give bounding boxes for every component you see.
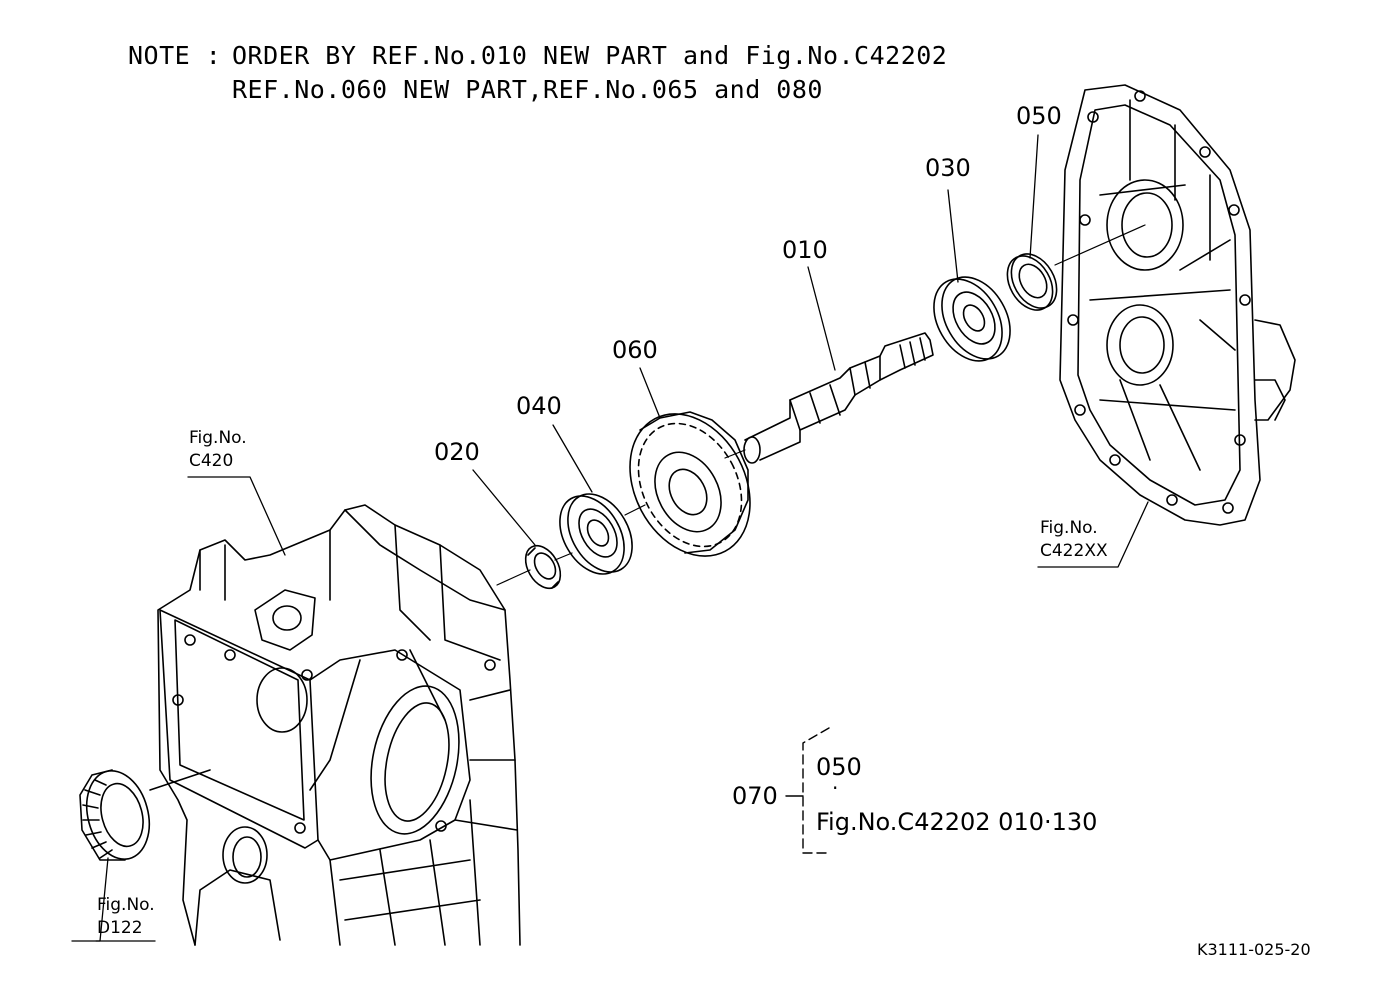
figref-d122-line2: D122 [97, 918, 143, 938]
figref-c420-line1: Fig.No. [189, 428, 247, 448]
note-line-2: REF.No.060 NEW PART,REF.No.065 and 080 [232, 75, 823, 104]
part-label-010[interactable]: 010 [782, 236, 828, 264]
part-label-020[interactable]: 020 [434, 438, 480, 466]
bevel-gear-drawing [79, 769, 211, 861]
part-040-bearing-drawing [559, 493, 633, 575]
note-prefix: NOTE : [128, 41, 222, 70]
part-label-060[interactable]: 060 [612, 336, 658, 364]
part-label-030[interactable]: 030 [925, 154, 971, 182]
part-020-washer-drawing [524, 544, 562, 590]
kit-item-050[interactable]: 050 [816, 753, 862, 781]
part-label-040[interactable]: 040 [516, 392, 562, 420]
part-060-gear-drawing [629, 411, 751, 557]
figref-c420[interactable]: Fig.No. C420 [189, 427, 247, 473]
kit-bracket [785, 727, 830, 854]
figref-d122[interactable]: Fig.No. D122 [97, 894, 155, 940]
part-010-shaft-drawing [743, 332, 934, 464]
part-050-seal-drawing [1006, 253, 1058, 311]
figref-d122-line1: Fig.No. [97, 895, 155, 915]
figref-c422xx-line1: Fig.No. [1040, 518, 1098, 538]
kit-separator-dot: · [832, 776, 839, 800]
part-030-bearing-drawing [933, 276, 1011, 362]
kit-ref-070[interactable]: 070 [732, 782, 778, 810]
figref-c422xx[interactable]: Fig.No. C422XX [1040, 517, 1108, 563]
leader-lines [71, 134, 1149, 942]
part-label-050[interactable]: 050 [1016, 102, 1062, 130]
kit-item-fig-c42202[interactable]: Fig.No.C42202 010·130 [816, 808, 1098, 836]
figref-c422xx-line2: C422XX [1040, 541, 1108, 561]
figref-c420-line2: C420 [189, 451, 234, 471]
drawing-code: K3111-025-20 [1197, 940, 1311, 959]
transmission-case-drawing [157, 504, 521, 946]
note-line-1: ORDER BY REF.No.010 NEW PART and Fig.No.… [232, 41, 948, 70]
transmission-cover-drawing [1059, 84, 1296, 526]
